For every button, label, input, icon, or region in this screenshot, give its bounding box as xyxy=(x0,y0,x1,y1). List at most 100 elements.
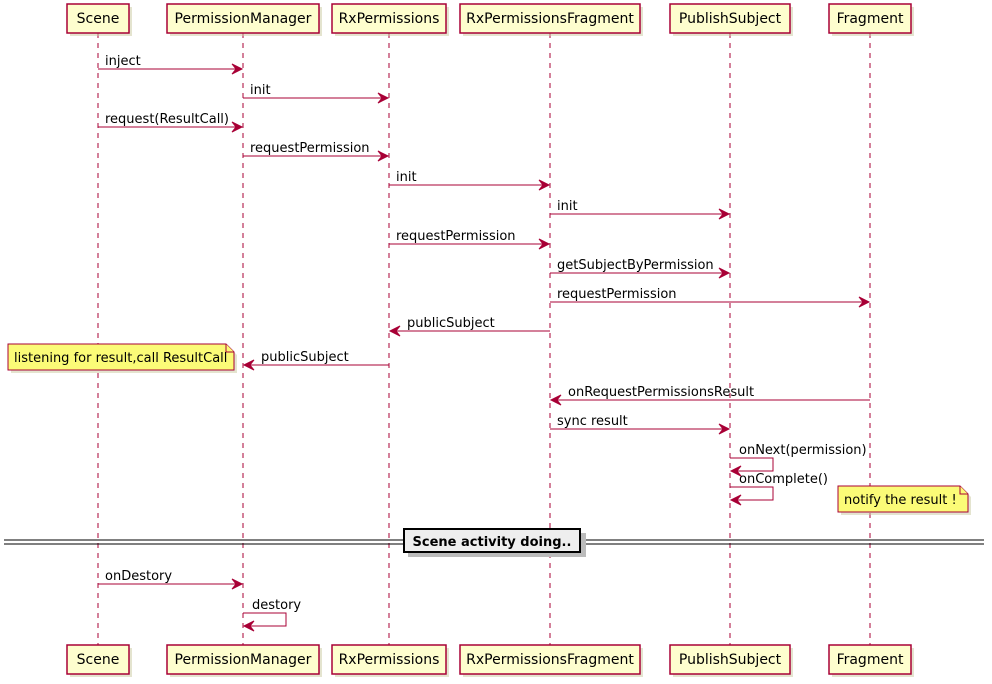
divider-box xyxy=(403,528,581,553)
participant-box xyxy=(166,644,320,675)
notes: listening for result,call ResultCall noti… xyxy=(7,343,971,515)
arrow-head xyxy=(388,325,401,337)
note-body xyxy=(837,485,969,513)
message-label: getSubjectByPermission xyxy=(557,258,714,273)
participant-label: RxPermissionsFragment xyxy=(466,11,634,27)
participant-pm-bottom: PermissionManager xyxy=(166,644,322,677)
participant-box xyxy=(828,3,912,34)
message-label: onDestory xyxy=(105,569,172,584)
participant-box xyxy=(459,644,641,675)
arrow-head xyxy=(377,92,390,104)
message-15: onDestory xyxy=(98,569,244,590)
message-label: publicSubject xyxy=(407,316,495,331)
arrow-head xyxy=(231,63,244,75)
message-label: sync result xyxy=(557,414,628,429)
participant-box xyxy=(166,3,320,34)
divider-label: Scene activity doing.. xyxy=(413,535,572,550)
participant-label: Fragment xyxy=(837,652,904,668)
message-label: inject xyxy=(105,54,141,69)
arrow-head xyxy=(377,150,390,162)
participant-rx-bottom: RxPermissions xyxy=(331,644,449,677)
arrow-head xyxy=(242,620,255,632)
arrow-head xyxy=(242,359,255,371)
note-left: listening for result,call ResultCall xyxy=(7,343,237,373)
participant-label: Scene xyxy=(77,11,120,27)
message-12: sync result xyxy=(550,414,731,435)
participant-rxf-top: RxPermissionsFragment xyxy=(459,3,643,36)
participant-scene-bottom: Scene xyxy=(66,644,132,677)
participant-box xyxy=(459,3,641,34)
self-message-line xyxy=(730,457,774,472)
note-body xyxy=(7,343,235,371)
participant-label: RxPermissions xyxy=(339,11,440,27)
message-16: destory xyxy=(242,598,301,632)
message-label: onNext(permission) xyxy=(739,443,867,458)
note-right: notify the result ! xyxy=(837,485,971,515)
arrow-head xyxy=(538,179,551,191)
participant-ps-top: PublishSubject xyxy=(669,3,793,36)
message-label: onRequestPermissionsResult xyxy=(568,385,754,400)
arrow-head xyxy=(231,578,244,590)
message-11: onRequestPermissionsResult xyxy=(549,385,870,406)
participant-box xyxy=(828,644,912,675)
participant-box xyxy=(331,644,447,675)
participant-label: Scene xyxy=(77,652,120,668)
arrow-head xyxy=(538,238,551,250)
message-10: publicSubject xyxy=(242,350,389,371)
message-0: inject xyxy=(98,54,244,75)
participant-pm-top: PermissionManager xyxy=(166,3,322,36)
arrow-head xyxy=(718,208,731,220)
note-fold xyxy=(225,344,234,353)
message-6: requestPermission xyxy=(389,229,551,250)
message-label: init xyxy=(250,83,271,98)
message-4: init xyxy=(389,170,551,191)
self-message-line xyxy=(730,486,774,501)
message-8: requestPermission xyxy=(550,287,871,308)
note-text: notify the result ! xyxy=(844,493,957,508)
participant-box xyxy=(331,3,447,34)
arrow-head xyxy=(729,465,742,477)
message-7: getSubjectByPermission xyxy=(550,258,731,279)
message-label: requestPermission xyxy=(396,229,516,244)
participant-label: PermissionManager xyxy=(175,652,312,668)
message-13: onNext(permission) xyxy=(729,443,867,477)
arrow-head xyxy=(718,267,731,279)
arrow-head xyxy=(858,296,871,308)
participant-label: Fragment xyxy=(837,11,904,27)
message-3: requestPermission xyxy=(243,141,390,162)
message-2: request(ResultCall) xyxy=(98,112,244,133)
message-label: destory xyxy=(252,598,301,613)
note-text: listening for result,call ResultCall xyxy=(14,351,227,366)
section-divider: Scene activity doing.. xyxy=(4,528,984,557)
participants: SceneScenePermissionManagerPermissionMan… xyxy=(66,3,914,677)
participant-rx-top: RxPermissions xyxy=(331,3,449,36)
arrow-head xyxy=(549,394,562,406)
arrow-head xyxy=(729,494,742,506)
self-message-line xyxy=(243,612,287,627)
participant-label: PublishSubject xyxy=(679,652,782,668)
message-label: request(ResultCall) xyxy=(105,112,229,127)
messages: inject init request(ResultCall) requestPerm… xyxy=(98,54,871,632)
participant-label: PublishSubject xyxy=(679,11,782,27)
message-1: init xyxy=(243,83,390,104)
participant-label: RxPermissions xyxy=(339,652,440,668)
participant-box xyxy=(66,3,130,34)
message-5: init xyxy=(550,199,731,220)
participant-frag-top: Fragment xyxy=(828,3,914,36)
participant-box xyxy=(669,3,791,34)
arrow-head xyxy=(231,121,244,133)
message-label: onComplete() xyxy=(739,472,828,487)
participant-box xyxy=(66,644,130,675)
message-label: requestPermission xyxy=(250,141,370,156)
message-label: init xyxy=(396,170,417,185)
participant-frag-bottom: Fragment xyxy=(828,644,914,677)
message-label: publicSubject xyxy=(261,350,349,365)
participant-box xyxy=(669,644,791,675)
message-14: onComplete() xyxy=(729,472,828,506)
participant-ps-bottom: PublishSubject xyxy=(669,644,793,677)
participant-label: RxPermissionsFragment xyxy=(466,652,634,668)
message-label: requestPermission xyxy=(557,287,677,302)
participant-scene-top: Scene xyxy=(66,3,132,36)
message-label: init xyxy=(557,199,578,214)
